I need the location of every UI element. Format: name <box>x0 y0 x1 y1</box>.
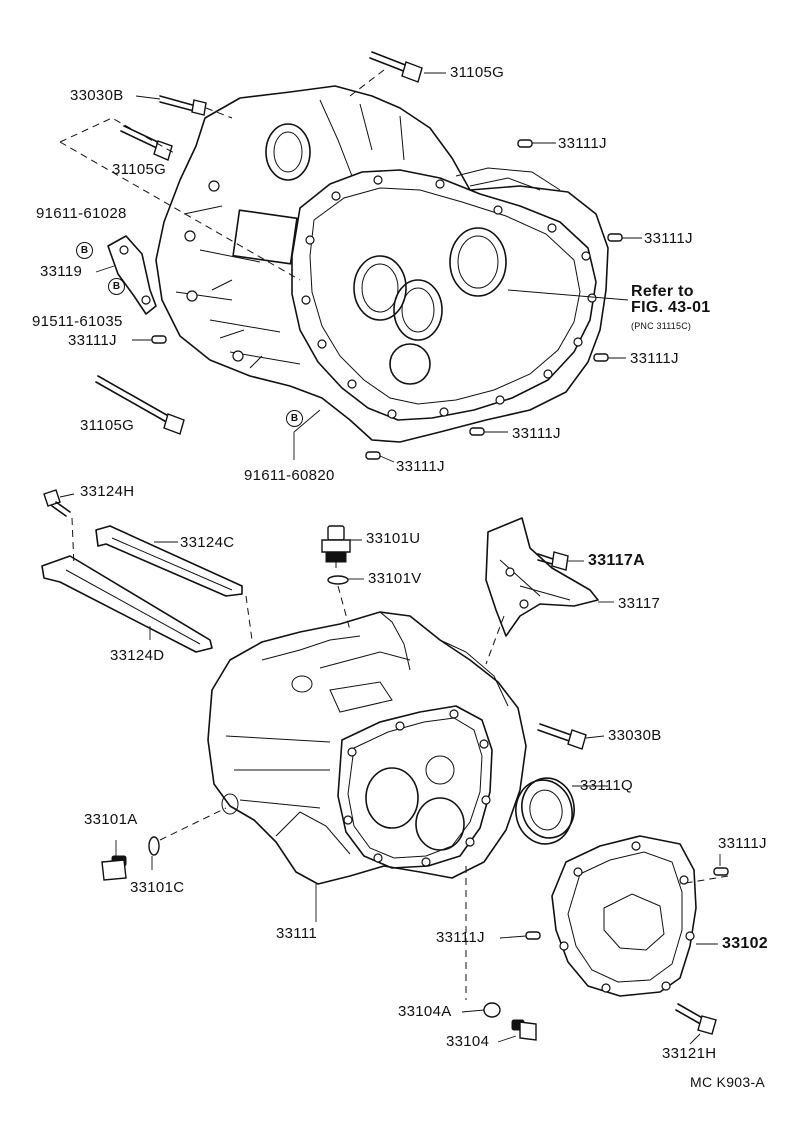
rod-33124c <box>95 525 243 597</box>
gasket-33101c <box>148 836 160 856</box>
refer-line3: (PNC 31115C) <box>631 321 692 331</box>
marker-b-upper: B <box>76 242 93 259</box>
bracket-33117 <box>485 517 599 637</box>
plug-33104 <box>511 1019 537 1041</box>
label-33101a: 33101A <box>84 811 138 828</box>
label-31105g-top: 31105G <box>450 64 505 81</box>
label-33124d: 33124D <box>110 647 165 664</box>
refer-line2: FIG. 43-01 <box>631 299 711 316</box>
label-33111q: 33111Q <box>580 777 633 794</box>
label-33117: 33117 <box>618 595 661 612</box>
label-33111j-c: 33111J <box>68 332 117 349</box>
bracket-33119 <box>107 235 157 315</box>
label-33111j-a: 33111J <box>558 135 607 152</box>
label-33101c: 33101C <box>130 879 185 896</box>
label-31105g-left: 31105G <box>112 161 167 178</box>
lower-leader-lines <box>59 493 721 1045</box>
label-33111j-b: 33111J <box>644 230 693 247</box>
label-33111j-f: 33111J <box>396 458 445 475</box>
case-bolt-holes <box>343 709 491 867</box>
label-91611-61028: 91611-61028 <box>36 205 127 222</box>
dowel-pins-upper <box>151 139 623 460</box>
washer-33101v <box>327 575 349 585</box>
label-33119: 33119 <box>40 263 83 280</box>
label-33111j-h: 33111J <box>436 929 485 946</box>
transmission-case-33111 <box>207 611 527 885</box>
label-33030b-mid: 33030B <box>608 727 662 744</box>
label-33030b-top: 33030B <box>70 87 124 104</box>
label-33111j-g: 33111J <box>718 835 767 852</box>
bolt-33030b-mid <box>537 723 587 750</box>
bolt-33121h <box>675 1003 717 1035</box>
label-33101u: 33101U <box>366 530 421 547</box>
bolt-33030b-top <box>159 95 233 119</box>
label-33102: 33102 <box>722 935 768 952</box>
bolt-33117a <box>537 551 569 571</box>
label-91511-61035: 91511-61035 <box>32 313 123 330</box>
label-33117a: 33117A <box>588 552 645 569</box>
label-33124h: 33124H <box>80 483 135 500</box>
upper-transaxle-housing <box>155 85 609 443</box>
label-91611-60820: 91611-60820 <box>244 467 335 484</box>
label-33124c: 33124C <box>180 534 235 551</box>
label-33111j-d: 33111J <box>630 350 679 367</box>
bolt-31105g-bottom <box>95 375 185 435</box>
label-33101v: 33101V <box>368 570 422 587</box>
label-31105g-bottom: 31105G <box>80 417 135 434</box>
washer-33104a <box>483 1002 501 1018</box>
housing-33102 <box>551 835 697 997</box>
bolt-31105g-top <box>349 51 423 97</box>
upper-leader-lines <box>95 72 642 463</box>
bolt-33124h <box>43 489 253 641</box>
switch-33101u <box>321 525 351 568</box>
diagram-code: MC K903-A <box>690 1074 766 1090</box>
label-33111j-e: 33111J <box>512 425 561 442</box>
bolt-31105g-left <box>59 117 301 281</box>
marker-b-mid: B <box>108 278 125 295</box>
refer-line1: Refer to <box>631 283 694 300</box>
dowel-pin-33111j-h <box>525 931 541 940</box>
flange-bolt-holes <box>301 175 597 419</box>
label-33104a: 33104A <box>398 1003 452 1020</box>
label-33121h: 33121H <box>662 1045 717 1062</box>
dowel-pin-33111j-g <box>713 867 729 876</box>
rod-33124d <box>41 555 213 653</box>
plug-33101a <box>101 855 127 881</box>
label-33111: 33111 <box>276 925 317 942</box>
oil-seal-33111q <box>515 777 575 845</box>
marker-b-lower: B <box>286 410 303 427</box>
label-33104: 33104 <box>446 1033 490 1050</box>
